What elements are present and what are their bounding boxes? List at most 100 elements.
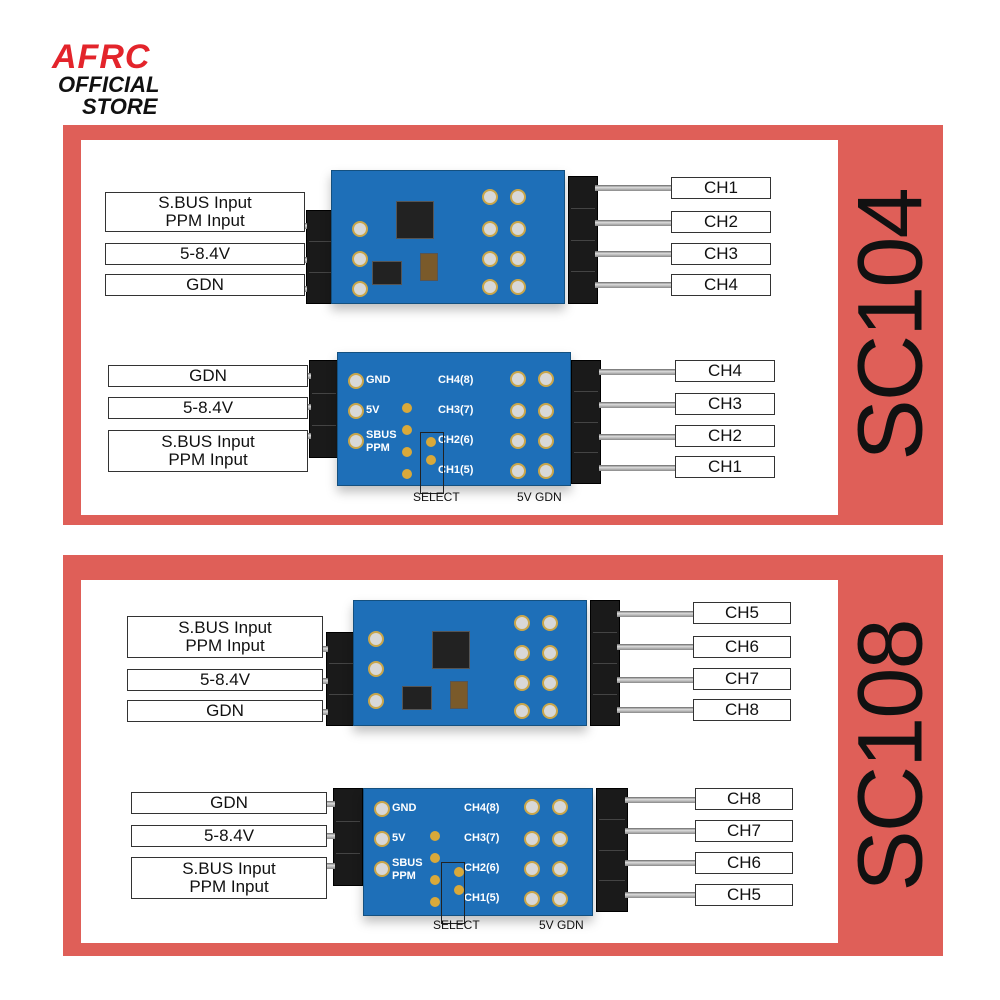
label-sbus-ppm-input-bottom: S.BUS Input PPM Input	[131, 857, 327, 899]
silk-ch2-6: CH2(6)	[464, 862, 500, 874]
label-sbus-input: S.BUS Input	[161, 432, 255, 452]
caption-select: SELECT	[413, 490, 460, 504]
logo-brand: AFRC	[52, 38, 151, 76]
gold-pad	[426, 437, 436, 447]
pad	[538, 463, 554, 479]
label-gdn-bottom: GDN	[131, 792, 327, 814]
pad	[352, 221, 368, 237]
label-sbus-input: S.BUS Input	[158, 193, 252, 213]
label-ch4: CH4	[671, 274, 771, 296]
pad	[552, 861, 568, 877]
pad	[542, 645, 558, 661]
pin	[625, 860, 697, 866]
mcu-chip	[432, 631, 470, 669]
pin	[595, 251, 671, 257]
input-header-top	[306, 210, 334, 304]
pad	[348, 373, 364, 389]
pin	[599, 434, 675, 440]
pin	[599, 369, 675, 375]
pad	[514, 645, 530, 661]
caption-select: SELECT	[433, 918, 480, 932]
silk-ch3-7: CH3(7)	[464, 832, 500, 844]
pin	[595, 282, 671, 288]
label-ch1: CH1	[671, 177, 771, 199]
pad	[368, 693, 384, 709]
pin	[617, 677, 693, 683]
silk-ch1-5: CH1(5)	[438, 464, 474, 476]
pad	[514, 675, 530, 691]
pad	[510, 221, 526, 237]
output-header-top	[568, 176, 598, 304]
pad	[348, 433, 364, 449]
sc104-diagram-area: S.BUS Input PPM Input 5-8.4V GDN CH1 CH2…	[81, 140, 838, 515]
input-header-bottom	[309, 360, 339, 458]
silk-5v: 5V	[392, 832, 406, 844]
caption-power: 5V GDN	[517, 490, 562, 504]
gold-pad	[402, 469, 412, 479]
label-ch3: CH3	[671, 243, 771, 265]
pad	[510, 403, 526, 419]
pad	[368, 631, 384, 647]
silk-sbus: SBUS	[366, 429, 397, 441]
silk-gnd: GND	[392, 802, 417, 814]
label-ch7-bottom: CH7	[695, 820, 793, 842]
gold-pad	[430, 853, 440, 863]
pad	[552, 831, 568, 847]
sc104-board-top	[331, 170, 565, 304]
sc108-panel: S.BUS Input PPM Input 5-8.4V GDN CH5 CH6…	[63, 555, 943, 956]
label-gdn: GDN	[105, 274, 305, 296]
pad	[510, 189, 526, 205]
silk-ch4-8: CH4(8)	[464, 802, 500, 814]
label-ch3-bottom: CH3	[675, 393, 775, 415]
label-voltage-bottom: 5-8.4V	[131, 825, 327, 847]
select-jumper-box	[441, 862, 465, 924]
gold-pad	[430, 875, 440, 885]
label-ch4-bottom: CH4	[675, 360, 775, 382]
capacitor	[420, 253, 438, 281]
output-header-top	[590, 600, 620, 726]
label-ch2-bottom: CH2	[675, 425, 775, 447]
pad	[374, 801, 390, 817]
regulator-chip	[402, 686, 432, 710]
sc104-board-bottom: GND 5V SBUS PPM CH4(8) CH3(7) CH2(6) CH1…	[337, 352, 571, 486]
pad	[374, 831, 390, 847]
label-ppm-input: PPM Input	[168, 450, 248, 469]
pad	[514, 615, 530, 631]
label-voltage-bottom: 5-8.4V	[108, 397, 308, 419]
pad	[552, 891, 568, 907]
sc104-title-strip: SC104	[838, 125, 943, 525]
pad	[510, 433, 526, 449]
label-voltage: 5-8.4V	[105, 243, 305, 265]
silk-gnd: GND	[366, 374, 391, 386]
output-header-bottom	[571, 360, 601, 484]
label-ppm-input: PPM Input	[165, 211, 245, 230]
pad	[352, 251, 368, 267]
label-ppm-input: PPM Input	[189, 877, 269, 896]
pad	[524, 831, 540, 847]
gold-pad	[402, 425, 412, 435]
pad	[538, 371, 554, 387]
pin	[595, 220, 671, 226]
label-sbus-input: S.BUS Input	[182, 859, 276, 879]
silk-5v: 5V	[366, 404, 380, 416]
pin	[625, 828, 697, 834]
label-ppm-input: PPM Input	[185, 636, 265, 655]
pad	[510, 463, 526, 479]
label-ch8-bottom: CH8	[695, 788, 793, 810]
pin	[617, 707, 693, 713]
pad	[482, 279, 498, 295]
pin	[595, 185, 671, 191]
logo-store: STORE	[82, 94, 158, 119]
silk-ppm: PPM	[366, 442, 390, 454]
pin	[617, 611, 693, 617]
input-header-top	[326, 632, 356, 726]
output-header-bottom	[596, 788, 628, 912]
pad	[542, 675, 558, 691]
mcu-chip	[396, 201, 434, 239]
label-voltage: 5-8.4V	[127, 669, 323, 691]
gold-pad	[454, 885, 464, 895]
pad	[510, 371, 526, 387]
label-ch7: CH7	[693, 668, 791, 690]
pad	[348, 403, 364, 419]
gold-pad	[402, 447, 412, 457]
